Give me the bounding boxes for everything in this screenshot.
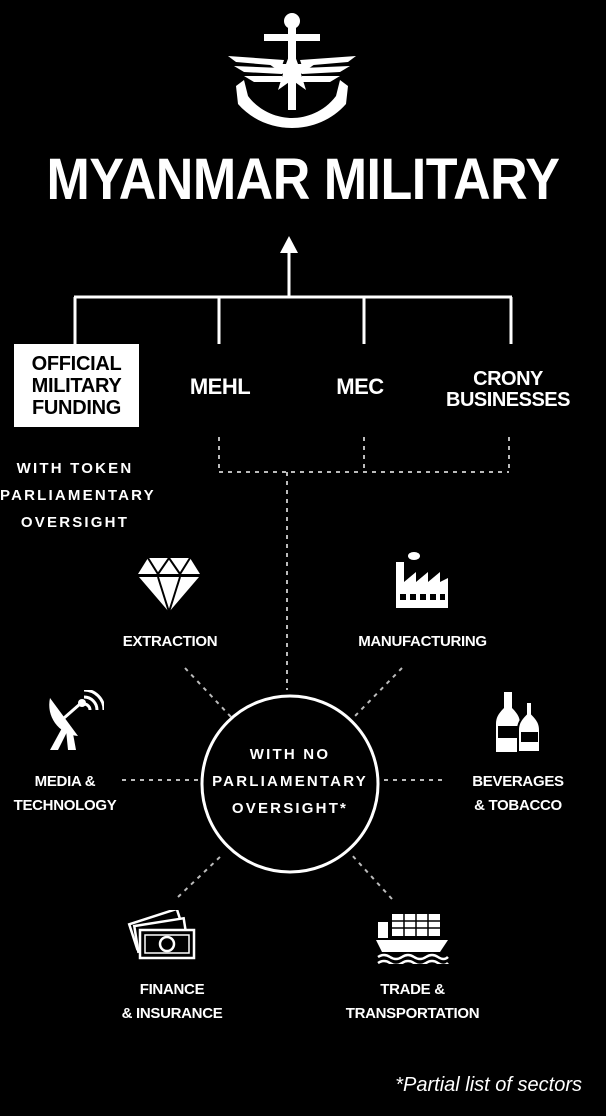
cargo-ship-icon <box>376 914 449 964</box>
sector-beverages-tobacco: BEVERAGES& TOBACCO <box>472 773 564 814</box>
up-arrow-icon <box>280 236 298 253</box>
official-military-funding-box: OFFICIAL MILITARY FUNDING <box>14 344 139 427</box>
sector-extraction: EXTRACTION <box>122 633 218 650</box>
sector-media-technology: MEDIA &TECHNOLOGY <box>13 773 117 814</box>
official-label-line: FUNDING <box>31 396 121 419</box>
mehl-label: MEHL <box>189 374 251 399</box>
sector-manufacturing: MANUFACTURING <box>358 633 487 650</box>
sector-finance-insurance: FINANCE& INSURANCE <box>121 981 223 1022</box>
factory-icon <box>396 552 448 608</box>
footnote: *Partial list of sectors <box>395 1074 582 1096</box>
mec-label: MEC <box>336 374 384 399</box>
page-title: MYANMAR MILITARY <box>46 147 560 213</box>
no-oversight-circle <box>200 694 380 874</box>
money-icon <box>127 910 196 960</box>
military-emblem-icon <box>228 13 356 128</box>
diamond-icon <box>138 556 200 613</box>
satellite-dish-icon <box>49 690 104 750</box>
official-label-line: MILITARY <box>31 374 122 397</box>
official-label-line: OFFICIAL <box>31 352 122 375</box>
bottles-icon <box>496 692 541 753</box>
sector-trade-transportation: TRADE &TRANSPORTATION <box>345 981 480 1022</box>
